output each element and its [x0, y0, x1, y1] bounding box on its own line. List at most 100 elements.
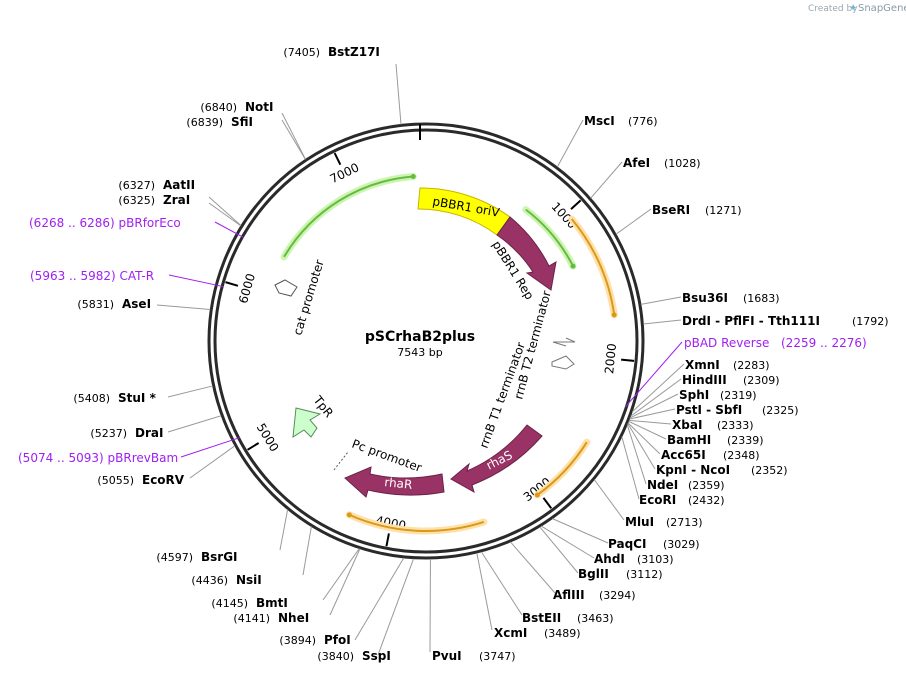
site-name[interactable]: PfoI — [324, 633, 351, 647]
site-name[interactable]: AfeI — [623, 156, 650, 170]
rrnb-t1-terminator-icon[interactable] — [551, 355, 575, 370]
site-name[interactable]: KpnI - NcoI — [656, 463, 730, 477]
tick-mark — [225, 281, 239, 287]
pc-promoter-icon[interactable] — [333, 451, 349, 471]
site-name[interactable]: MscI — [584, 114, 615, 128]
site-leader — [629, 419, 672, 425]
orange-arc[interactable] — [536, 441, 588, 496]
site-leader — [621, 436, 640, 500]
tick-mark — [385, 533, 390, 547]
site-name[interactable]: XbaI — [672, 418, 702, 432]
credit-brand: SnapGene — [858, 3, 906, 14]
backbone-outer-ring — [207, 122, 645, 560]
site-name[interactable]: SspI — [362, 649, 391, 663]
site-name[interactable]: AhdI — [594, 552, 625, 566]
rhar-label: rhaR — [384, 475, 413, 492]
tpr-feature[interactable] — [292, 407, 322, 438]
site-name[interactable]: AseI — [122, 297, 151, 311]
site-name[interactable]: BmtI — [256, 596, 288, 610]
site-pos: (1792) — [852, 315, 889, 328]
rhas-feature[interactable] — [450, 424, 543, 494]
primer-label[interactable]: (5074 .. 5093) pBRrevBam — [18, 451, 178, 465]
site-name[interactable]: XmnI — [685, 358, 720, 372]
site-leader — [615, 208, 652, 235]
site-name[interactable]: BamHI — [667, 433, 711, 447]
site-name[interactable]: NsiI — [236, 573, 262, 587]
site-leader — [354, 557, 405, 641]
site-leader — [208, 202, 242, 227]
site-pos: (3489) — [544, 627, 581, 640]
plasmid-name: pSCrhaB2plus — [365, 329, 475, 345]
site-pos: (2348) — [723, 449, 760, 462]
site-pos: (3840) — [317, 650, 354, 663]
site-name[interactable]: StuI * — [118, 391, 157, 405]
primer-label[interactable]: pBAD Reverse — [684, 336, 769, 350]
site-name[interactable]: NotI — [245, 100, 274, 114]
site-name[interactable]: EcoRV — [142, 473, 185, 487]
tick-label: 5000 — [254, 421, 282, 454]
primer-range: (2259 .. 2276) — [781, 336, 867, 350]
site-pos: (1028) — [664, 157, 701, 170]
green-arc[interactable] — [283, 175, 414, 258]
primer-label[interactable]: (6268 .. 6286) pBRforEco — [29, 216, 181, 230]
green-arc-glow — [280, 172, 417, 261]
site-pos: (5237) — [90, 427, 127, 440]
site-name[interactable]: BglII — [578, 567, 609, 581]
site-name[interactable]: PstI - SbfI — [676, 403, 742, 417]
site-name[interactable]: DraI — [135, 426, 163, 440]
site-leader — [629, 393, 679, 419]
site-pos: (4145) — [211, 597, 248, 610]
site-leader — [556, 119, 584, 168]
tick-mark — [621, 358, 635, 362]
site-name[interactable]: BseRI — [652, 203, 690, 217]
site-name[interactable]: ZraI — [163, 193, 190, 207]
rhar-feature[interactable] — [344, 466, 445, 498]
pbbr1-rep-feature[interactable] — [496, 216, 557, 291]
site-name[interactable]: BstEII — [522, 611, 561, 625]
site-pos: (3112) — [626, 568, 663, 581]
site-leader — [627, 422, 661, 455]
orange-arc[interactable] — [348, 513, 485, 532]
site-leader — [540, 525, 595, 559]
site-pos: (3294) — [599, 589, 636, 602]
primer-leader — [180, 437, 240, 458]
site-name[interactable]: Acc65I — [661, 448, 706, 462]
orange-arc[interactable] — [571, 218, 616, 315]
site-pos: (5055) — [97, 474, 134, 487]
site-name[interactable]: Bsu36I — [682, 291, 728, 305]
site-leader — [510, 541, 556, 594]
site-pos: (3029) — [663, 538, 700, 551]
site-name[interactable]: HindIII — [682, 373, 727, 387]
site-pos: (2713) — [666, 516, 703, 529]
orange-arc-head — [534, 492, 540, 498]
site-name[interactable]: AflIII — [553, 588, 585, 602]
site-pos: (3894) — [279, 634, 316, 647]
site-name[interactable]: AatII — [163, 178, 195, 192]
site-name[interactable]: XcmI — [494, 626, 527, 640]
site-name[interactable]: SfiI — [231, 115, 253, 129]
green-arc[interactable] — [525, 208, 574, 267]
site-name[interactable]: SphI — [679, 388, 709, 402]
site-name[interactable]: DrdI - PflFI - Tth111I — [682, 314, 820, 328]
site-name[interactable]: PaqCI — [608, 537, 646, 551]
site-leader — [626, 424, 647, 485]
primer-label[interactable]: (5963 .. 5982) CAT-R — [30, 269, 154, 283]
site-name[interactable]: EcoRI — [639, 493, 676, 507]
site-leader — [329, 548, 361, 616]
site-name[interactable]: BsrGI — [201, 550, 238, 564]
site-pos: (3103) — [637, 553, 674, 566]
orange-arc-head — [611, 312, 617, 318]
site-leader — [643, 319, 682, 325]
rrnb-t2-terminator-icon[interactable] — [552, 337, 576, 347]
site-leader — [395, 63, 402, 125]
site-name[interactable]: PvuI — [432, 649, 462, 663]
cat-promoter-icon[interactable] — [274, 279, 298, 297]
site-name[interactable]: NheI — [278, 611, 309, 625]
site-name[interactable]: NdeI — [647, 478, 678, 492]
site-pos: (6840) — [200, 101, 237, 114]
site-labels-right: PvuI (3747) XcmI (3489) BstEII (3463) Af… — [432, 114, 889, 663]
site-name[interactable]: BstZ17I — [328, 45, 380, 59]
green-arc-head — [570, 263, 576, 269]
site-name[interactable]: MluI — [625, 515, 654, 529]
site-pos: (2432) — [688, 494, 725, 507]
